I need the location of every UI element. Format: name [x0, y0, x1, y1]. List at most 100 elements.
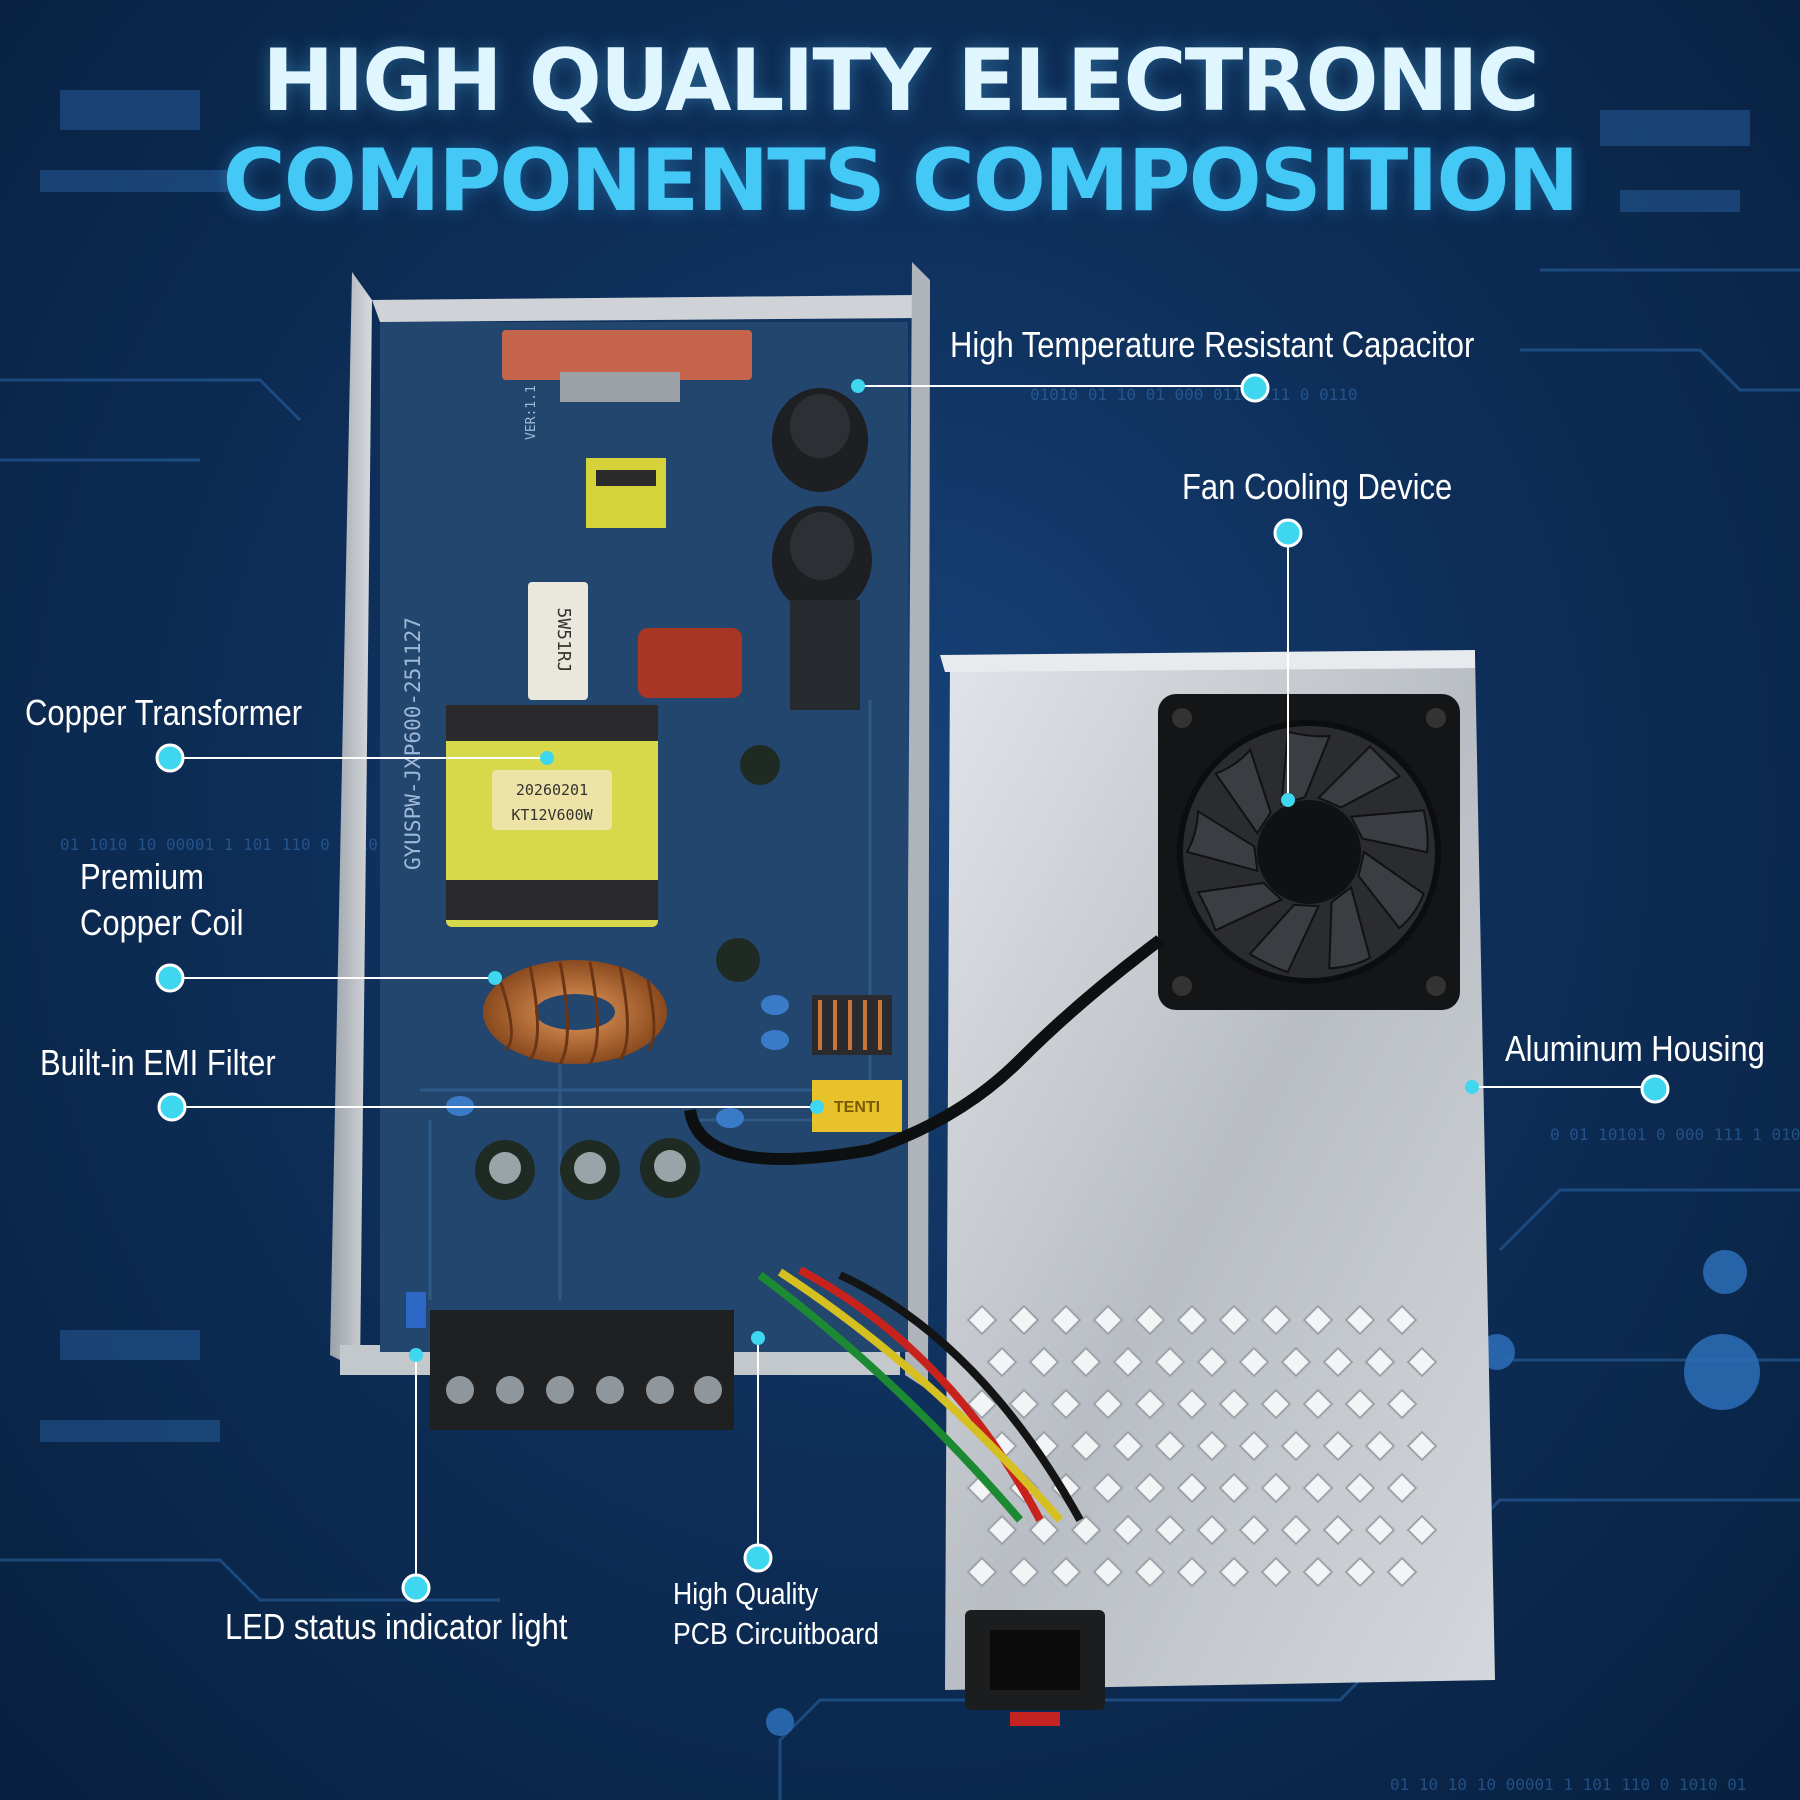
- vent-hole: [1322, 1430, 1354, 1462]
- terminal-block: [430, 1310, 734, 1430]
- vent-hole: [1218, 1556, 1250, 1588]
- vent-hole: [1176, 1388, 1208, 1420]
- svg-text:01010 01 10 01 000 011 1111 0: 01010 01 10 01 000 011 1111 0 0110: [1030, 385, 1358, 404]
- vent-hole: [1092, 1304, 1124, 1336]
- vent-hole: [1406, 1430, 1438, 1462]
- label-coil-line2: Copper Coil: [80, 902, 244, 943]
- label-led: LED status indicator light: [225, 1606, 568, 1647]
- vent-hole: [1196, 1430, 1228, 1462]
- vent-hole: [1280, 1346, 1312, 1378]
- vent-hole: [1386, 1388, 1418, 1420]
- label-coil-line1: Premium: [80, 856, 204, 897]
- case-top-wall: [372, 295, 920, 322]
- vent-hole: [1154, 1430, 1186, 1462]
- label-fan: Fan Cooling Device: [1182, 466, 1453, 507]
- vent-hole: [1344, 1472, 1376, 1504]
- vent-hole: [1050, 1556, 1082, 1588]
- vent-hole: [1238, 1346, 1270, 1378]
- vent-hole: [1070, 1430, 1102, 1462]
- vent-hole: [1260, 1472, 1292, 1504]
- vent-hole: [1050, 1388, 1082, 1420]
- vent-hole: [1218, 1304, 1250, 1336]
- case-left-wall: [330, 272, 372, 1370]
- vent-hole: [1280, 1514, 1312, 1546]
- vent-hole: [1154, 1514, 1186, 1546]
- vent-hole: [986, 1514, 1018, 1546]
- vent-hole: [1070, 1346, 1102, 1378]
- svg-text:0 01 10101 0 000 111 1 010: 0 01 10101 0 000 111 1 010: [1550, 1125, 1800, 1144]
- label-pcb-line2: PCB Circuitboard: [673, 1616, 879, 1651]
- vent-hole: [1302, 1388, 1334, 1420]
- vent-hole: [1302, 1472, 1334, 1504]
- vent-hole: [1238, 1514, 1270, 1546]
- vent-hole: [1196, 1514, 1228, 1546]
- fan-blade: [1185, 809, 1259, 873]
- fan-blade: [1328, 885, 1372, 970]
- fan-blade: [1214, 747, 1272, 835]
- vent-hole: [1344, 1556, 1376, 1588]
- vent-hole: [1092, 1556, 1124, 1588]
- heatsink: [502, 330, 752, 380]
- vent-hole: [1134, 1556, 1166, 1588]
- model-marking: GYUSPW-JXP600-251127: [401, 617, 425, 870]
- vent-hole: [1008, 1556, 1040, 1588]
- emi-x-capacitor: [812, 1080, 902, 1132]
- fan-blade: [1316, 744, 1402, 809]
- vent-hole: [1028, 1346, 1060, 1378]
- input-wires: [757, 1266, 1084, 1523]
- vent-hole: [1406, 1514, 1438, 1546]
- vent-hole: [1134, 1388, 1166, 1420]
- led-indicator: [406, 1292, 426, 1328]
- cooling-fan-icon: [1158, 694, 1460, 1010]
- vent-hole: [966, 1388, 998, 1420]
- vent-hole: [1112, 1514, 1144, 1546]
- vent-hole: [1260, 1304, 1292, 1336]
- headline-line-1: HIGH QUALITY ELECTRONIC: [262, 31, 1540, 131]
- label-capacitor: High Temperature Resistant Capacitor: [950, 324, 1475, 365]
- bulk-capacitors: [772, 388, 872, 710]
- vent-hole: [1302, 1556, 1334, 1588]
- copper-coil: [483, 960, 667, 1065]
- label-housing: Aluminum Housing: [1505, 1028, 1765, 1069]
- svg-text:01 1010 10 00001 1 101 110 0 1: 01 1010 10 00001 1 101 110 0 1010: [60, 835, 378, 854]
- vent-hole: [1218, 1472, 1250, 1504]
- vent-hole: [1344, 1388, 1376, 1420]
- headline-line-2: COMPONENTS COMPOSITION: [222, 131, 1580, 231]
- vent-hole: [1028, 1514, 1060, 1546]
- vent-hole: [1008, 1388, 1040, 1420]
- vent-hole: [1322, 1346, 1354, 1378]
- vent-hole: [1302, 1304, 1334, 1336]
- vent-hole: [1260, 1556, 1292, 1588]
- label-transformer: Copper Transformer: [25, 692, 303, 733]
- case-right-wall: [905, 262, 930, 1390]
- vent-hole: [1364, 1430, 1396, 1462]
- label-pcb-line1: High Quality: [673, 1576, 819, 1611]
- vent-hole: [1364, 1346, 1396, 1378]
- vent-hole: [1112, 1346, 1144, 1378]
- svg-text:01 10 10 10 00001 1 101 110 0: 01 10 10 10 00001 1 101 110 0 1010 01: [1390, 1775, 1746, 1794]
- vent-hole: [1176, 1304, 1208, 1336]
- vent-hole: [1092, 1388, 1124, 1420]
- vent-hole: [986, 1346, 1018, 1378]
- version-marking: VER:1.1: [524, 385, 539, 440]
- filter-marking: TENTI: [834, 1099, 880, 1116]
- vent-hole: [1092, 1472, 1124, 1504]
- vent-hole: [966, 1304, 998, 1336]
- fan-blade: [1248, 903, 1321, 974]
- transformer-code: KT12V600W: [511, 806, 593, 824]
- vent-hole: [1176, 1556, 1208, 1588]
- vent-hole: [1322, 1514, 1354, 1546]
- vent-hole: [1406, 1346, 1438, 1378]
- ventilation-holes: [966, 1304, 1438, 1588]
- resistor-marking: 5W51RJ: [553, 607, 574, 672]
- vent-hole: [1134, 1304, 1166, 1336]
- vent-hole: [1344, 1304, 1376, 1336]
- vent-hole: [1238, 1430, 1270, 1462]
- vent-hole: [1070, 1514, 1102, 1546]
- vent-hole: [1112, 1430, 1144, 1462]
- vent-hole: [1386, 1304, 1418, 1336]
- vent-hole: [1134, 1472, 1166, 1504]
- vent-hole: [1154, 1346, 1186, 1378]
- label-emi: Built-in EMI Filter: [40, 1042, 276, 1083]
